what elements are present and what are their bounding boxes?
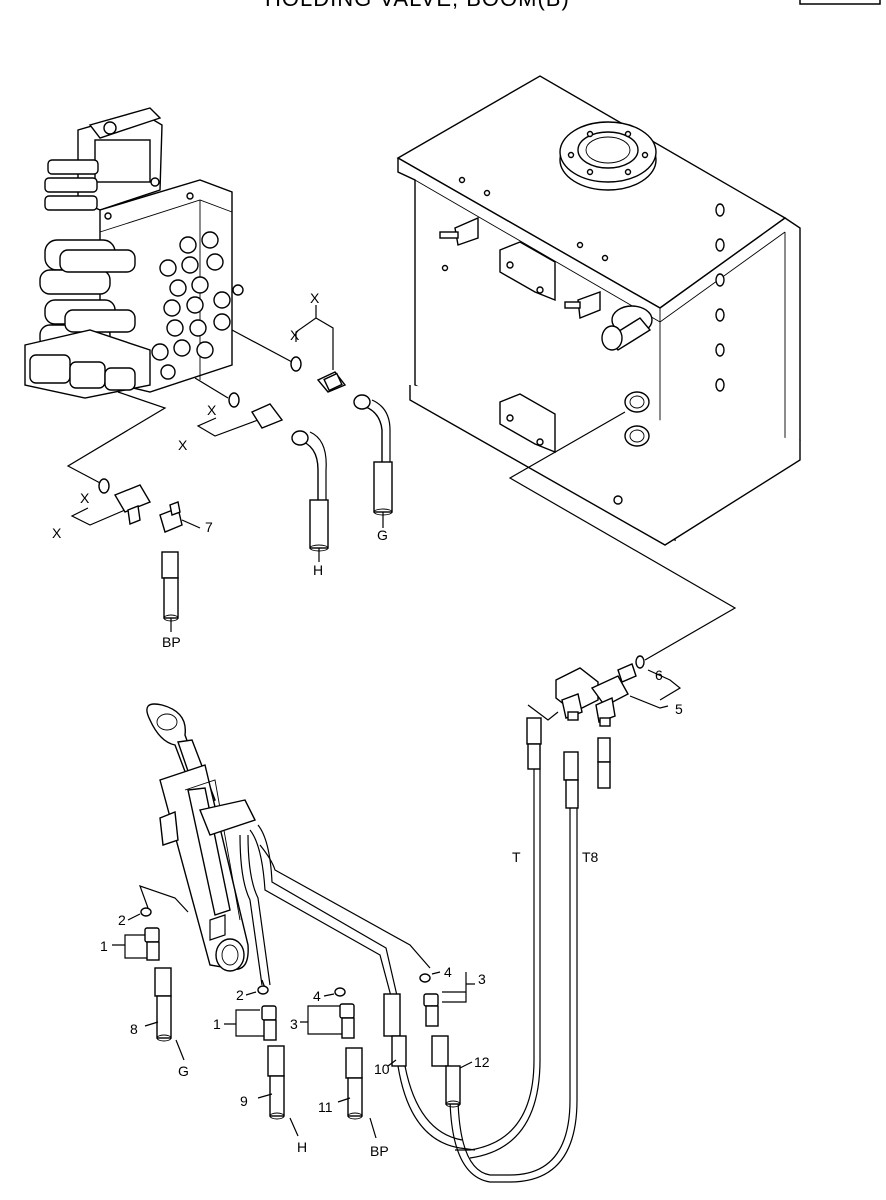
page-box: [799, 0, 881, 5]
o-ring-4a: [334, 987, 346, 997]
o-ring-x3: [98, 478, 110, 494]
hose-8: [154, 967, 172, 1042]
label-g-bot: G: [178, 1063, 189, 1079]
label-4b: 4: [444, 964, 452, 980]
diagram-title: HOLDING VALVE, BOOM(B): [265, 0, 570, 11]
leader-11: [337, 1097, 351, 1103]
label-4a: 4: [313, 988, 321, 1004]
label-x1: X: [310, 290, 320, 306]
hose-h: [291, 430, 329, 552]
leader-valve-x1: [231, 329, 293, 363]
o-ring-x2: [228, 392, 240, 408]
label-bp-bot: BP: [370, 1143, 389, 1159]
label-t8: T8: [582, 849, 599, 865]
label-x6: X: [52, 525, 62, 541]
bracket-x-mid: [196, 417, 259, 437]
pipe-cyl-1: [239, 834, 263, 986]
pipe-cyl-2b: [257, 824, 399, 1001]
bracket-1a: [112, 934, 152, 959]
label-7: 7: [205, 519, 213, 535]
label-3b: 3: [478, 971, 486, 987]
label-x2: X: [290, 327, 300, 343]
leader-5: [629, 695, 669, 709]
leader-6: [647, 669, 682, 701]
pipe-cyl-1b: [247, 834, 271, 986]
label-1a: 1: [100, 938, 108, 954]
label-bp-top: BP: [162, 634, 181, 650]
bracket-x-bot: [70, 507, 126, 526]
connector-h: [250, 403, 284, 429]
label-h-top: H: [313, 562, 323, 578]
label-x5: X: [80, 490, 90, 506]
leader-valve-x3: [66, 391, 167, 485]
leader-7: [181, 519, 201, 529]
label-10: 10: [374, 1061, 390, 1077]
label-6: 6: [655, 667, 663, 683]
hose-g: [353, 394, 393, 516]
hose-t8: [449, 751, 579, 1183]
hose-10: [383, 993, 476, 1151]
leader-9: [257, 1093, 273, 1099]
tee-block-5: [555, 667, 629, 727]
connector-1a: [144, 927, 160, 961]
o-ring-2b: [257, 985, 269, 995]
hose-t: [455, 704, 559, 1159]
bracket-x-top: [295, 305, 334, 370]
leader-tank-port: [508, 411, 737, 661]
tee-connector-left: [113, 484, 152, 525]
label-t: T: [512, 849, 521, 865]
pipe-cyl-3: [259, 844, 431, 969]
bracket-3a: [300, 1005, 344, 1035]
leader-valve-x2: [194, 377, 229, 399]
label-h-bot: H: [297, 1139, 307, 1155]
leader-cyl-2a: [139, 885, 189, 913]
pipe-cyl-2: [249, 829, 393, 1001]
hose-bp-top: [161, 551, 179, 622]
label-1b: 1: [213, 1016, 221, 1032]
connector-3b: [423, 993, 439, 1027]
o-ring-2a: [140, 907, 152, 917]
label-11: 11: [318, 1099, 333, 1115]
label-2a: 2: [118, 912, 126, 928]
hose-12: [431, 1035, 461, 1108]
label-3a: 3: [290, 1016, 298, 1032]
o-ring-x1: [290, 356, 302, 372]
label-x3: X: [207, 402, 217, 418]
o-ring-4b: [419, 973, 431, 983]
hose-right-short: [597, 737, 611, 789]
hydraulic-tank: [396, 75, 801, 546]
hose-11: [345, 1047, 363, 1120]
label-9: 9: [240, 1093, 248, 1109]
label-x4: X: [178, 437, 188, 453]
leader-10: [387, 1059, 397, 1067]
connector-g: [316, 371, 347, 393]
hose-9: [267, 1045, 285, 1120]
label-5: 5: [675, 701, 683, 717]
label-8: 8: [130, 1021, 138, 1037]
connector-1b: [261, 1005, 277, 1041]
label-g-top: G: [377, 527, 388, 543]
label-2b: 2: [236, 987, 244, 1003]
adapter-6: [617, 655, 645, 683]
bracket-3b: [442, 972, 475, 1003]
control-valve: [24, 107, 244, 399]
fitting-7: [159, 501, 183, 533]
bracket-1b: [224, 1009, 265, 1037]
leader-12: [459, 1061, 473, 1069]
label-12: 12: [474, 1054, 490, 1070]
connector-3a: [339, 1003, 355, 1039]
boom-cylinder: [146, 703, 256, 972]
leader-8: [144, 1021, 159, 1027]
